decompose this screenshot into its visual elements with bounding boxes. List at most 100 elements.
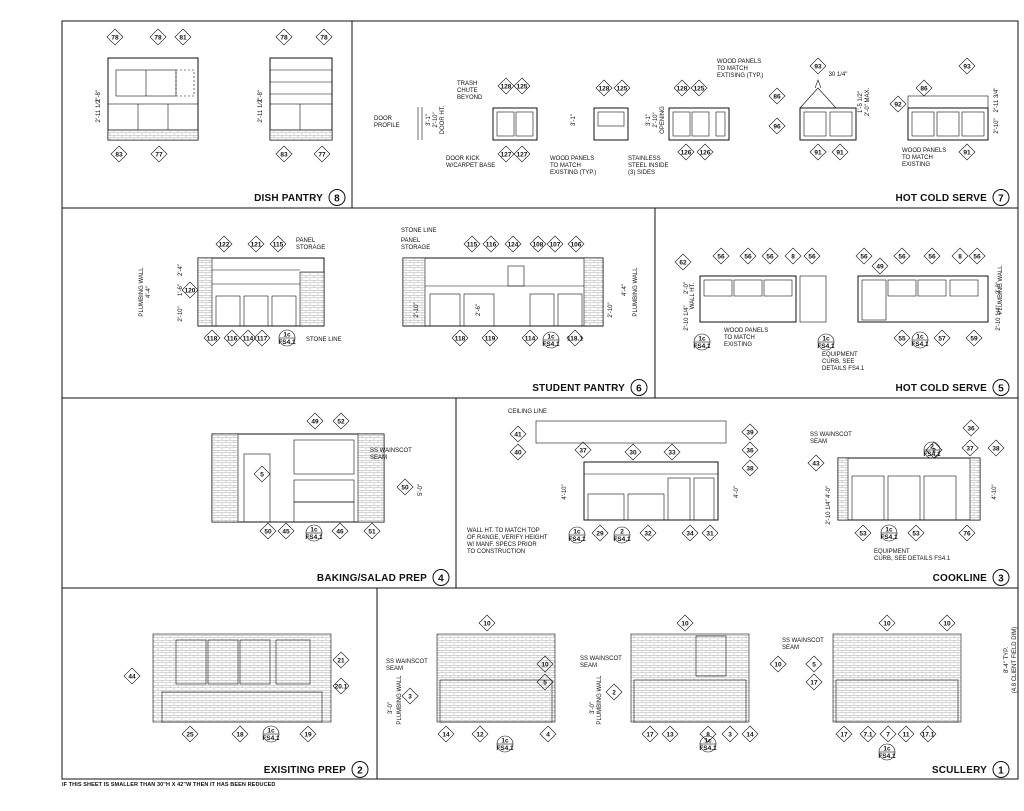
tag-number: 118 <box>455 335 466 342</box>
dimension-label: 3'-1" <box>571 114 577 126</box>
equipment-tag: 49 <box>871 257 889 275</box>
scullery-number: 1 <box>998 766 1004 777</box>
tag-number: 52 <box>337 418 345 425</box>
tag-number: 43 <box>812 460 820 467</box>
dimension-label: 2'-10 1/4" <box>826 499 832 524</box>
callout-detail-number: 1c <box>547 334 555 341</box>
tag-diamond-shape <box>521 329 539 347</box>
equipment-tag: 56 <box>923 247 941 265</box>
tag-number: 33 <box>668 449 676 456</box>
tag-diamond-shape <box>807 454 825 472</box>
equipment-tag: 56 <box>739 247 757 265</box>
tag-diamond-shape <box>803 247 821 265</box>
dimension-label: 1'-5 1/2" <box>858 91 864 113</box>
callout-detail-number: 1c <box>698 336 706 343</box>
panel-hot-cold-serve-7 <box>417 79 989 141</box>
tag-diamond-shape <box>768 87 786 105</box>
equipment-tag: 116 <box>223 329 241 347</box>
equipment-tag: 119 <box>481 329 499 347</box>
cookline-number: 3 <box>998 574 1004 585</box>
tag-number: 56 <box>973 253 981 260</box>
tag-diamond-shape <box>239 329 257 347</box>
plumbing-wall-label: PLUMBING WALL <box>397 675 403 725</box>
tag-number: 122 <box>219 241 230 248</box>
tag-diamond-shape <box>809 57 827 75</box>
equipment-tag: 18 <box>231 725 249 743</box>
callout-detail-number: 1c <box>310 527 318 534</box>
tag-number: 118.1 <box>567 335 583 342</box>
panel-student-pantry <box>197 257 604 327</box>
equipment-tag: 77 <box>313 145 331 163</box>
tag-diamond-shape <box>306 412 324 430</box>
tag-number: 78 <box>111 34 119 41</box>
tag-number: 76 <box>963 530 971 537</box>
tag-number: 17 <box>810 679 818 686</box>
tag-diamond-shape <box>681 524 699 542</box>
tag-diamond-shape <box>919 725 937 743</box>
tag-number: 5 <box>812 661 816 668</box>
equipment-tag: 56 <box>803 247 821 265</box>
equipment-tag: 44 <box>123 667 141 685</box>
tag-diamond-shape <box>613 79 631 97</box>
equipment-tag: 120 <box>181 281 199 299</box>
wood-panels-note: WOOD PANELS <box>550 156 594 162</box>
tag-diamond-shape <box>741 459 759 477</box>
tag-number: 37 <box>966 445 974 452</box>
tag-number: 77 <box>318 151 326 158</box>
dimension-label: 2'-0" <box>996 282 1002 294</box>
tag-diamond-shape <box>897 725 915 743</box>
tag-number: 53 <box>859 530 867 537</box>
door-profile-note: DOOR <box>374 116 393 122</box>
tag-number: 118 <box>207 335 218 342</box>
tag-diamond-shape <box>641 725 659 743</box>
hot-cold-serve-7-number: 7 <box>998 194 1004 205</box>
dimension-label: 4'-4" <box>146 286 152 298</box>
tag-diamond-shape <box>663 443 681 461</box>
door-kick-note: W/CARPET BASE <box>446 163 495 169</box>
dimension-label: 4'-4" <box>622 284 628 296</box>
cookline-number-circle <box>992 569 1010 586</box>
tag-number: 11 <box>903 731 910 738</box>
tag-diamond-shape <box>106 28 124 46</box>
equipment-tag: 57 <box>933 329 951 347</box>
typical-height-label: 8'-4" TYP. <box>1004 647 1010 673</box>
wood-panels-note: EXISTING <box>902 162 930 168</box>
equipment-tag: 106 <box>567 235 585 253</box>
ss-wainscot-note: SEAM <box>782 645 799 651</box>
tag-number: 83 <box>115 151 123 158</box>
tag-number: 126 <box>681 149 692 156</box>
equipment-tag: 12 <box>471 725 489 743</box>
dish-pantry-number-circle <box>328 189 346 206</box>
tag-diamond-shape <box>451 329 469 347</box>
callout-sheet-ref: FS4.1 <box>699 745 717 752</box>
callout-sheet-ref: FS4.1 <box>262 735 280 742</box>
callout-sheet-ref: FS4.1 <box>568 536 586 543</box>
equipment-tag: 5 <box>805 655 823 673</box>
equipment-tag: 10 <box>478 614 496 632</box>
scullery-title: SCULLERY <box>932 765 987 776</box>
wall-height-note: W/ MANF. SPECS PRIOR <box>467 542 537 548</box>
tag-number: 96 <box>773 123 781 130</box>
equipment-tag: 53 <box>907 524 925 542</box>
dimension-label: 4'-0" <box>734 486 740 498</box>
tag-number: 34 <box>686 530 694 537</box>
tag-number: 17 <box>646 731 654 738</box>
equipment-tag: 118 <box>203 329 221 347</box>
tag-diamond-shape <box>181 281 199 299</box>
tag-number: 2 <box>612 689 616 696</box>
tag-number: 86 <box>773 93 781 100</box>
tag-number: 127 <box>501 151 512 158</box>
equipment-tag: 3 <box>401 687 419 705</box>
equipment-tag: 83 <box>110 145 128 163</box>
tag-diamond-shape <box>595 79 613 97</box>
tag-number: 127 <box>517 151 528 158</box>
equipment-tag: 10 <box>878 614 896 632</box>
equipment-tag: 83 <box>275 145 293 163</box>
equipment-tag: 10 <box>676 614 694 632</box>
cookline-title: COOKLINE <box>933 573 988 584</box>
callout-detail-number: 1c <box>822 336 830 343</box>
tag-number: 128 <box>677 85 688 92</box>
equipment-tag: 62 <box>674 253 692 271</box>
tag-diamond-shape <box>150 145 168 163</box>
